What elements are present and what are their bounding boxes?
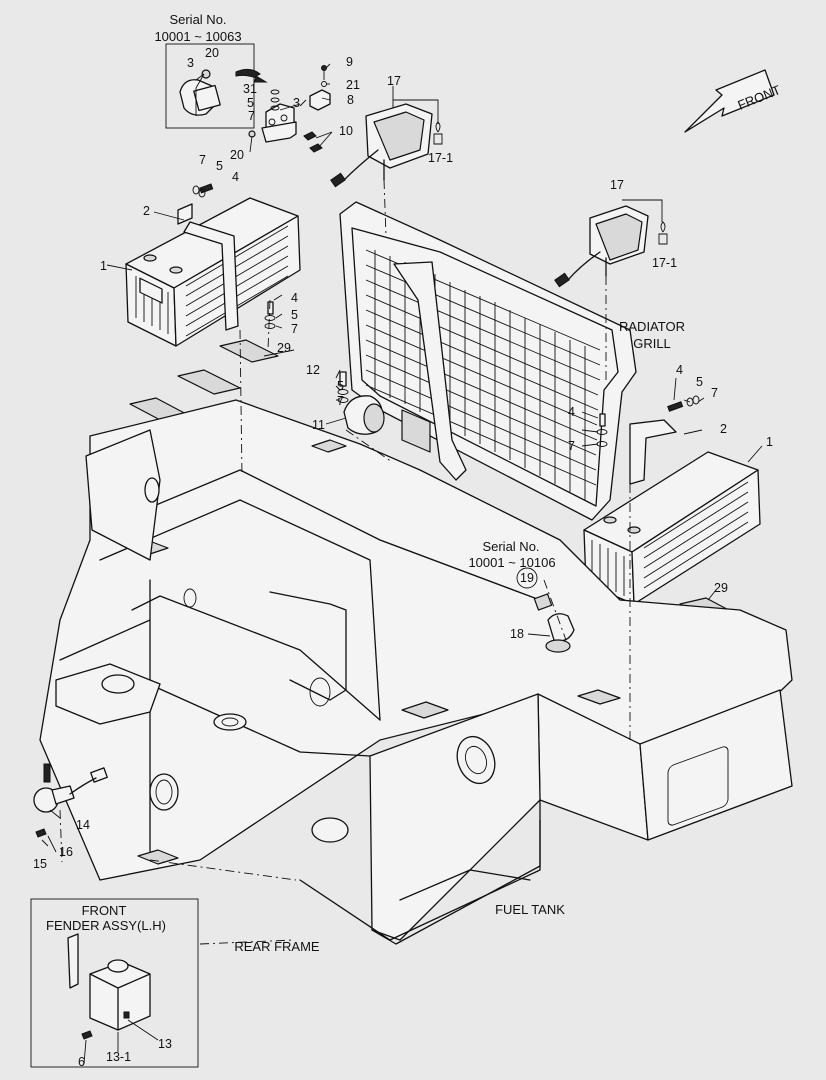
leader-lines [41,63,763,1065]
callout-12: 12 [306,363,320,377]
callout-1: 1 [100,259,107,273]
key-switch [533,593,575,653]
serial-title-mid: Serial No. [482,539,539,554]
work-lamp-right [554,205,668,288]
callout-17-1: 17-1 [652,256,677,270]
callout-7: 7 [248,109,255,123]
callout-5: 5 [337,379,344,393]
callout-2: 2 [720,422,727,436]
callout-13-1: 13-1 [106,1050,131,1064]
inset-title-line2: FENDER ASSY(L.H) [46,918,166,933]
callout-21: 21 [346,78,360,92]
rear-frame [39,399,793,945]
radiator-grill [339,201,637,521]
inset-title-line1: FRONT [82,903,127,918]
fender-inset: FRONT FENDER ASSY(L.H) [30,898,199,1068]
callout-17-1: 17-1 [428,151,453,165]
serial-title-top: Serial No. [169,12,226,27]
callout-1: 1 [766,435,773,449]
callout-18: 18 [510,627,524,641]
callout-7: 7 [337,394,344,408]
callout-7: 7 [711,386,718,400]
serial-range-mid: 10001 ~ 10106 [468,555,555,570]
grill-mesh [365,249,601,500]
callout-29: 29 [714,581,728,595]
callout-5: 5 [216,159,223,173]
callout-5: 5 [291,308,298,322]
callout-8: 8 [347,93,354,107]
callout-2: 2 [143,204,150,218]
radiator-label-line1: RADIATOR [619,319,685,334]
callout-9: 9 [346,55,353,69]
callout-3: 3 [187,56,194,70]
serial-inset-relay: Serial No. 10001 ~ 10063 [154,12,255,129]
callout-15: 15 [33,857,47,871]
hardware-bolts [192,183,700,447]
callout-29: 29 [277,341,291,355]
callout-19: 19 [520,571,534,585]
callout-10: 10 [339,124,353,138]
callout-7: 7 [199,153,206,167]
callout-circle-19 [516,567,538,589]
callout-7: 7 [568,439,575,453]
battery-left [125,197,301,347]
callout-17: 17 [387,74,401,88]
callout-labels: 1 1 2 2 3 3 4 4 4 4 5 5 5 5 5 6 7 7 7 7 … [33,46,773,1069]
callout-4: 4 [291,291,298,305]
callout-3: 3 [293,96,300,110]
radiator-label-line2: GRILL [633,336,671,351]
callout-5: 5 [247,96,254,110]
callout-20: 20 [205,46,219,60]
callout-14: 14 [76,818,90,832]
centerlines [59,179,631,945]
transfer-arrow [235,68,268,83]
rotary-switch [33,763,108,838]
callout-31: 31 [243,82,257,96]
serial-range-top: 10001 ~ 10063 [154,29,241,44]
callout-13: 13 [158,1037,172,1051]
work-lamp-left [330,103,443,188]
callout-4: 4 [676,363,683,377]
callout-20: 20 [230,148,244,162]
fuel-tank-label: FUEL TANK [495,902,565,917]
callout-4: 4 [568,405,575,419]
callout-7: 7 [291,322,298,336]
relay-bracket [248,65,331,153]
rear-frame-label: REAR FRAME [234,939,320,954]
callout-6: 6 [78,1055,85,1069]
callout-11: 11 [312,418,325,432]
callout-16: 16 [59,845,73,859]
horn [337,371,385,435]
callout-17: 17 [610,178,624,192]
front-direction-arrow: FRONT [684,69,783,133]
callout-5: 5 [696,375,703,389]
callout-4: 4 [232,170,239,184]
